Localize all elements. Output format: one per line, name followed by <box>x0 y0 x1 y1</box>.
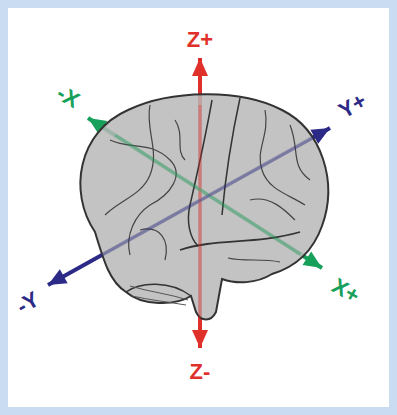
y-axis-through <box>100 135 318 256</box>
axis-label-z-minus: Z- <box>188 359 213 385</box>
brain-drawing <box>80 94 328 319</box>
z-axis-through <box>199 105 202 318</box>
panel-ground <box>8 8 389 407</box>
x-axis-through <box>115 135 300 254</box>
axis-label-z-plus: Z+ <box>185 27 215 53</box>
